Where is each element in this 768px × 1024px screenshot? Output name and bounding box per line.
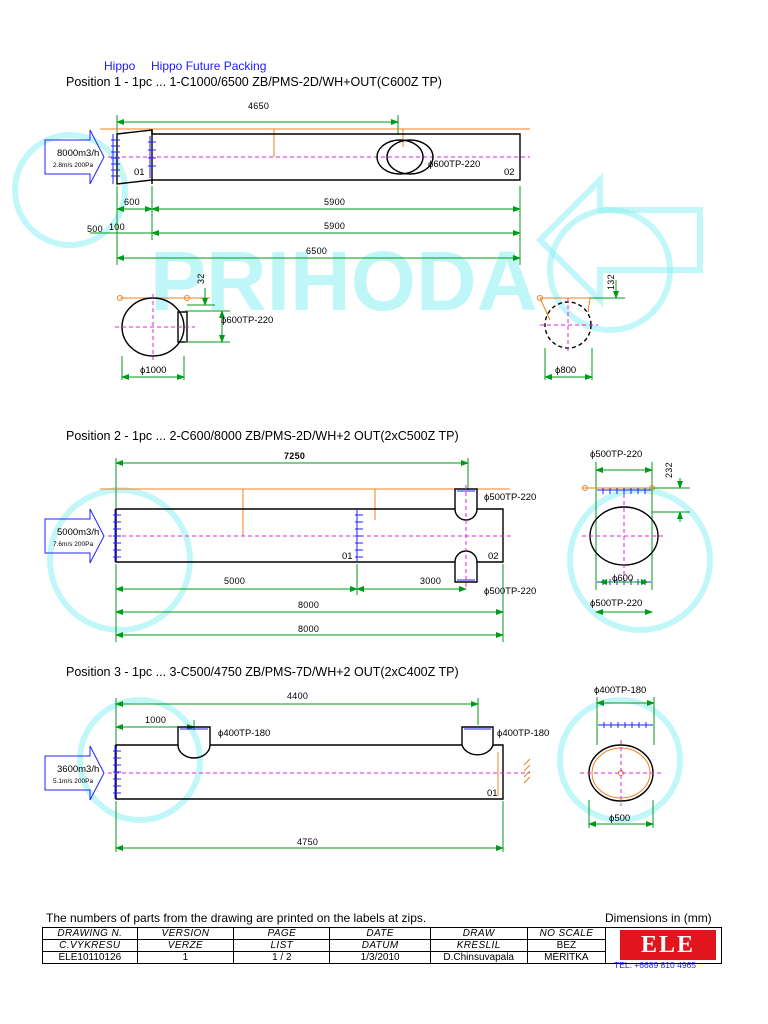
part-01-pos2: 01 [342, 551, 353, 562]
telephone: TEL: +6689 810 4965 [614, 960, 696, 970]
hdr-drawing: DRAWING N. [42, 927, 138, 940]
sec-1-outlet-label: ϕ600TP-220 [221, 315, 273, 326]
dim-4650: 4650 [248, 101, 269, 111]
dim-500: 500 [87, 224, 103, 234]
outlet-3-a: ϕ400TP-180 [218, 728, 270, 739]
dim-8000-b: 8000 [298, 624, 319, 634]
hdr-draw-cz: KRESLIL [429, 939, 528, 952]
sec-2-top-label: ϕ500TP-220 [590, 449, 642, 460]
sec-3-top-label: ϕ400TP-180 [594, 685, 646, 696]
watermark-text: PRIHODA [150, 234, 537, 328]
val-drawing: ELE10110126 [42, 951, 138, 964]
position-2-title: Position 2 - 1pc ... 2-C600/8000 ZB/PMS-… [66, 429, 459, 443]
hdr-version: VERSION [136, 927, 235, 940]
dim-8000-a: 8000 [298, 600, 319, 610]
part-02-pos2: 02 [488, 551, 499, 562]
dim-100: 100 [109, 222, 125, 232]
dim-4750: 4750 [297, 837, 318, 847]
val-scale: MĚŘÍTKA [526, 951, 607, 964]
airflow-1: 8000m3/h [57, 148, 99, 159]
position-1-title: Position 1 - 1pc ... 1-C1000/6500 ZB/PMS… [66, 75, 442, 89]
title-block: DRAWING N. VERSION PAGE DATE DRAW NO SCA… [42, 927, 722, 964]
dim-600: 600 [124, 197, 140, 207]
hdr-date-cz: DATUM [329, 939, 431, 952]
dim-5000: 5000 [224, 576, 245, 586]
project-name: Hippo Future Packing [151, 59, 266, 73]
outlet-2-top: ϕ500TP-220 [484, 492, 536, 503]
hdr-scale-cz: BEZ [526, 939, 607, 952]
dim-6500: 6500 [306, 246, 327, 256]
airflow-1-sub: 2.8m/s 200Pa [53, 162, 93, 169]
dim-1000: 1000 [145, 715, 166, 725]
airflow-arrow-3 [44, 745, 105, 801]
dim-132: 132 [606, 274, 616, 290]
outlet-1-label: ϕ600TP-220 [428, 159, 480, 170]
sec-3-d500: ϕ500 [609, 813, 630, 824]
ele-logo: ELE [620, 930, 716, 960]
val-version: 1 [136, 951, 235, 964]
hdr-scale: NO SCALE [526, 927, 607, 940]
hdr-draw: DRAW [429, 927, 528, 940]
outlet-3-b: ϕ400TP-180 [497, 728, 549, 739]
val-page: 1 / 2 [233, 951, 331, 964]
airflow-arrow-1 [44, 129, 105, 185]
footer-note: The numbers of parts from the drawing ar… [46, 911, 427, 925]
hdr-page: PAGE [233, 927, 331, 940]
hdr-page-cz: LIST [233, 939, 331, 952]
outlet-2-bottom: ϕ500TP-220 [484, 586, 536, 597]
duct-3-body [115, 726, 504, 800]
dim-4400: 4400 [287, 691, 308, 701]
duct-2-body [115, 508, 504, 563]
sec-1-d1000: ϕ1000 [140, 365, 166, 376]
position-3-title: Position 3 - 1pc ... 3-C500/4750 ZB/PMS-… [66, 665, 459, 679]
dim-32: 32 [196, 273, 206, 284]
dim-5900-b: 5900 [324, 221, 345, 231]
sec-2-bottom-label: ϕ500TP-220 [590, 598, 642, 609]
airflow-2-sub: 7.6m/s 200Pa [53, 541, 93, 548]
airflow-3-sub: 5.1m/s 200Pa [53, 778, 93, 785]
val-draw: D.Chinsuvapala [429, 951, 528, 964]
airflow-2: 5000m3/h [57, 527, 99, 538]
client-name: Hippo [104, 59, 136, 73]
part-01-pos1: 01 [134, 167, 145, 178]
airflow-3: 3600m3/h [57, 764, 99, 775]
part-02-pos1: 02 [504, 167, 515, 178]
hdr-date: DATE [329, 927, 431, 940]
dim-5900-a: 5900 [324, 197, 345, 207]
sec-2-d232: 232 [664, 462, 674, 478]
sec-2-d600: ϕ600 [612, 573, 633, 584]
hdr-drawing-cz: Č.VÝKRESU [42, 939, 138, 952]
airflow-arrow-2 [44, 508, 105, 564]
dim-3000: 3000 [420, 576, 441, 586]
part-01-pos3: 01 [487, 788, 498, 799]
dim-7250: 7250 [284, 451, 305, 461]
units-note: Dimensions in (mm) [605, 911, 712, 925]
watermark-logo: PRIHODA [12, 132, 713, 823]
hdr-version-cz: VERZE [136, 939, 235, 952]
val-date: 1/3/2010 [329, 951, 431, 964]
sec-1-d800: ϕ800 [555, 365, 576, 376]
